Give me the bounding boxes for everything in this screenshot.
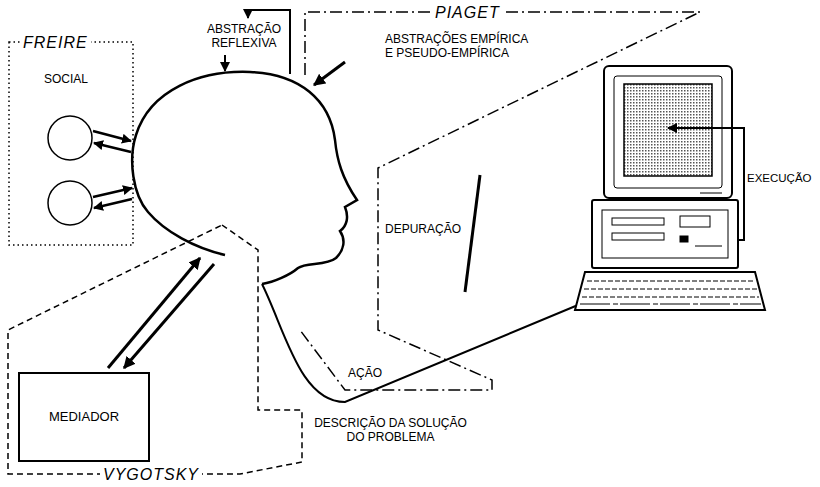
text-holder: PIAGET — [432, 3, 503, 22]
box-label: MEDIADOR — [49, 409, 119, 425]
text-holder: ABSTRAÇÕES EMPÍRICA E PSEUDO-EMPÍRICA — [385, 32, 535, 61]
region-outline — [4, 215, 504, 485]
social-circles — [48, 116, 92, 160]
region-title: PIAGET — [432, 3, 503, 22]
region-outline — [8, 225, 302, 474]
region-label: DESCRIÇÃO DA SOLUÇÃO DO PROBLEMA — [308, 416, 473, 445]
region-label: ABSTRAÇÕES EMPÍRICA E PSEUDO-EMPÍRICA — [385, 32, 535, 61]
region-outline — [9, 42, 133, 245]
process-label: ABSTRAÇÃO REFLEXIVA — [205, 22, 283, 51]
social-arrows — [94, 143, 131, 152]
region-outline — [300, 12, 700, 390]
region-label: SOCIAL — [44, 72, 88, 86]
empirical-arrow — [314, 62, 345, 85]
social-arrows — [93, 131, 132, 208]
text-holder: VYGOTSKY — [100, 465, 202, 484]
debug-line — [465, 175, 480, 292]
text-holder: MEDIADOR — [18, 372, 150, 462]
region-label: AÇÃO — [348, 366, 382, 380]
social-circles — [48, 116, 92, 225]
region-title: FREIRE — [20, 33, 91, 52]
social-arrows — [93, 131, 131, 141]
action-arrow — [262, 284, 590, 402]
mediator-arrows — [108, 258, 214, 368]
region-outline — [19, 373, 149, 461]
computer — [580, 304, 761, 305]
computer — [680, 236, 688, 242]
reflexive-loop — [224, 55, 226, 71]
computer — [612, 218, 664, 225]
computer — [612, 233, 664, 240]
computer — [592, 200, 738, 268]
text-holder: AÇÃO — [348, 366, 382, 380]
social-arrows — [93, 188, 132, 197]
computer — [695, 246, 722, 247]
freire-region: FREIRE SOCIAL — [4, 28, 138, 250]
region-title: VYGOTSKY — [100, 465, 202, 484]
region-outline — [225, 3, 720, 395]
debug-line — [465, 175, 480, 292]
region-outline — [4, 28, 138, 250]
computer — [700, 193, 722, 194]
social-arrows — [94, 199, 132, 208]
computer — [575, 272, 765, 310]
mediator-arrows — [124, 264, 214, 368]
computer — [680, 216, 710, 227]
computer — [624, 84, 712, 176]
social-circles — [48, 181, 92, 225]
mediator-box: MEDIADOR — [18, 372, 150, 462]
text-holder: DEPURAÇÃO — [385, 222, 461, 236]
computer — [575, 66, 765, 310]
piaget-region: PIAGET ABSTRAÇÕES EMPÍRICA E PSEUDO-EMPÍR… — [225, 3, 720, 395]
vygotsky-region: VYGOTSKY DESCRIÇÃO DA SOLUÇÃO DO PROBLEMA… — [4, 215, 504, 485]
text-holder: DESCRIÇÃO DA SOLUÇÃO DO PROBLEMA — [308, 416, 473, 445]
computer — [604, 66, 732, 198]
computer — [602, 210, 728, 258]
execution-arrow — [668, 128, 744, 240]
text-holder: FREIRE — [20, 33, 91, 52]
computer — [582, 297, 759, 298]
computer — [587, 281, 754, 282]
text-holder: EXECUÇÃO — [747, 172, 812, 186]
region-label: DEPURAÇÃO — [385, 222, 461, 236]
execution-arrow — [668, 128, 744, 240]
process-label: EXECUÇÃO — [747, 172, 812, 186]
empirical-arrow — [314, 62, 345, 85]
text-holder: SOCIAL — [44, 72, 88, 86]
computer — [584, 289, 757, 290]
text-holder: ABSTRAÇÃO REFLEXIVA — [205, 22, 283, 51]
action-arrow — [262, 284, 590, 402]
computer — [614, 76, 722, 188]
